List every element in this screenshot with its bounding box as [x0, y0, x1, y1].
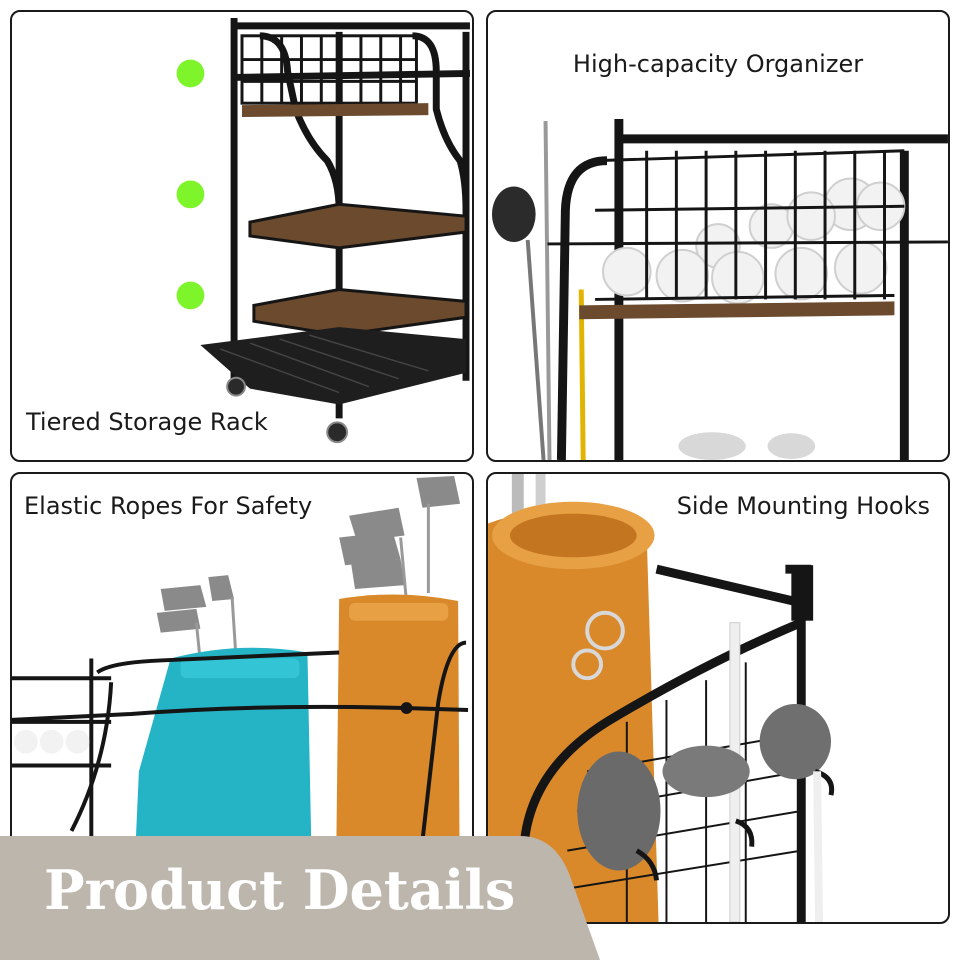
iron-heads [156, 476, 461, 633]
elastic-rope [12, 704, 469, 722]
club-shafts [194, 503, 430, 663]
organizer-panel: High-capacity Organizer [486, 10, 950, 462]
rope-clip [400, 702, 413, 714]
golf-shoe-icon [767, 433, 816, 460]
top-basket [240, 34, 418, 105]
caster-wheel [326, 421, 349, 444]
lower-shelf [252, 288, 468, 337]
club-shaft [525, 239, 546, 460]
hybrid-head-icon [759, 703, 831, 780]
tier-indicator-dot [176, 59, 205, 88]
tier-indicator-dot [176, 281, 205, 310]
panel-caption: Tiered Storage Rack [26, 408, 268, 436]
driver-head-icon [492, 186, 536, 242]
middle-shelf [248, 202, 468, 250]
bag-ring [571, 648, 604, 681]
panel-caption: High-capacity Organizer [572, 50, 864, 78]
bag-opening [509, 513, 637, 558]
banner-shape [0, 836, 600, 960]
caster-wheel [226, 376, 246, 397]
organizer-shelf [579, 301, 895, 320]
golf-shoe-icon [678, 432, 746, 460]
bag-ring [585, 610, 625, 651]
club-shaft [543, 121, 552, 460]
frame-post-cap [791, 565, 814, 621]
tray-mesh [219, 334, 429, 394]
club-shaft [813, 771, 824, 922]
banner-title: Product Details [44, 858, 516, 922]
side-basket-frame [12, 640, 467, 851]
hybrid-head-icon [662, 745, 750, 798]
side-hooks-panel: Side Mounting Hooks [486, 472, 950, 924]
golf-balls [13, 729, 90, 754]
tiered-rack-illustration [176, 17, 471, 444]
panel-caption: Side Mounting Hooks [676, 492, 930, 520]
organizer-illustration [492, 119, 948, 460]
hybrid-head-icon [577, 751, 661, 871]
top-shelf [242, 103, 429, 118]
bag-collar [180, 658, 300, 679]
panel-caption: Elastic Ropes For Safety [24, 492, 313, 520]
tier-indicator-dot [176, 180, 205, 209]
product-details-banner [0, 836, 960, 960]
basket-wires [547, 149, 948, 301]
bottom-mesh-tray [200, 327, 466, 405]
tiered-storage-panel: Tiered Storage Rack [10, 10, 474, 462]
bag-collar [349, 602, 449, 621]
side-hooks-illustration [488, 474, 835, 922]
